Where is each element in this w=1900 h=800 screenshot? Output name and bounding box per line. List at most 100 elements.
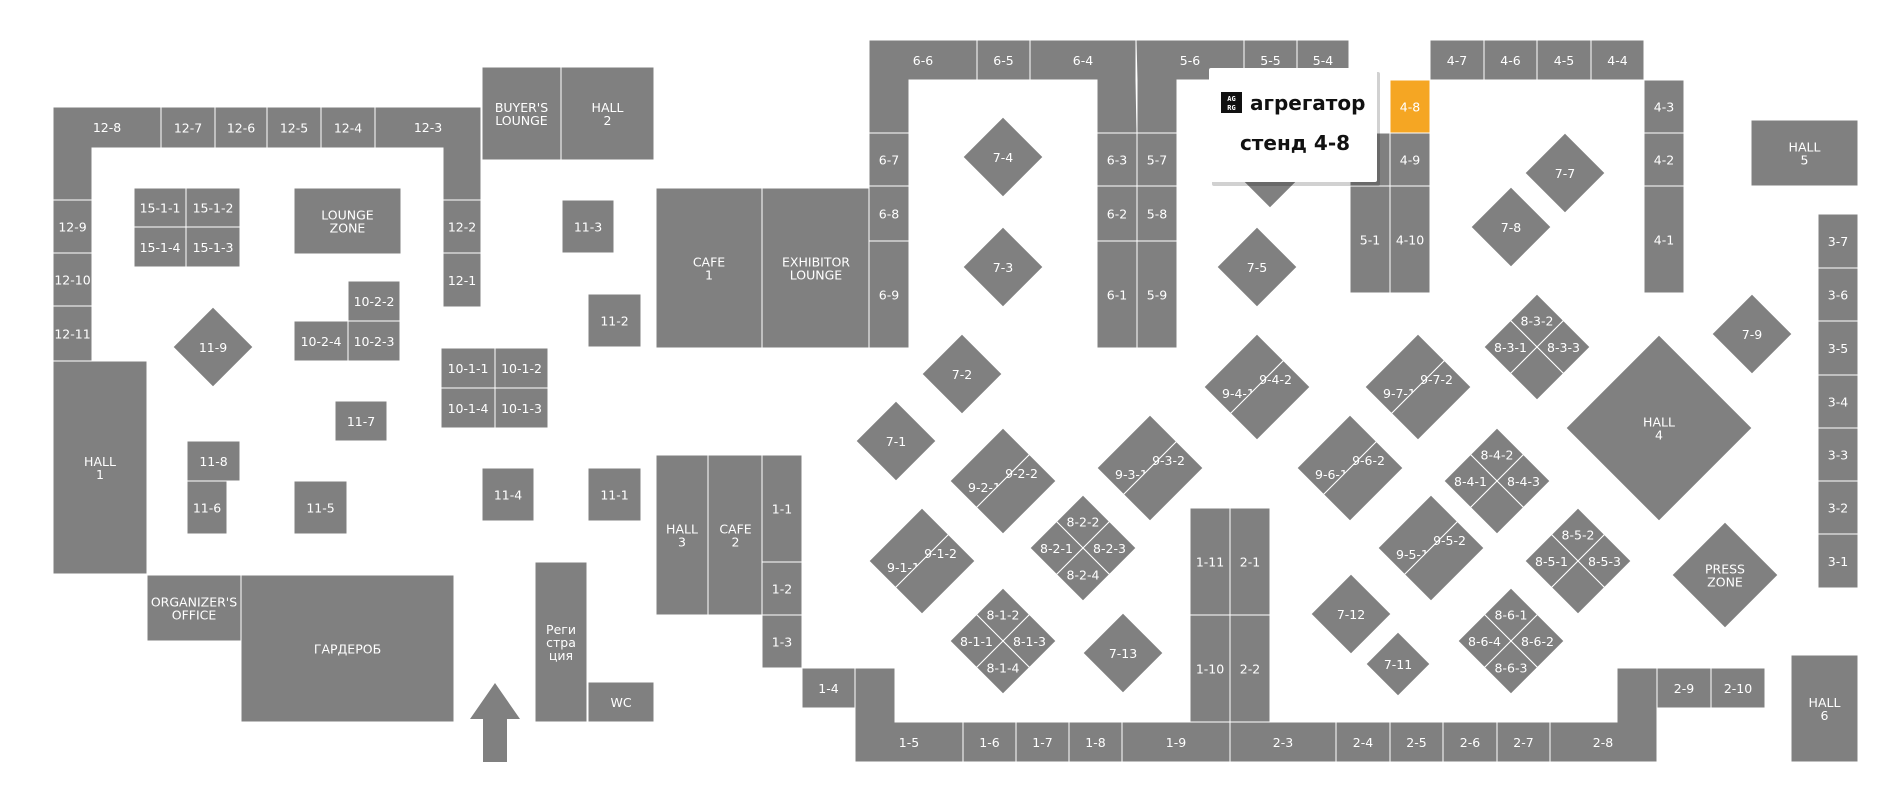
booth-12-9[interactable]: 12-9: [52, 199, 93, 254]
booth-15-1-3[interactable]: 15-1-3: [185, 226, 241, 268]
booth-11-5[interactable]: 11-5: [293, 480, 348, 535]
booth-11-1[interactable]: 11-1: [587, 467, 642, 522]
booth-3-4[interactable]: 3-4: [1817, 374, 1859, 429]
booth-1-3[interactable]: 1-3: [761, 614, 803, 669]
booth-7-11[interactable]: 7-11: [1365, 631, 1431, 697]
booth-8-4-3-ext[interactable]: [1469, 480, 1525, 535]
booth-7-8[interactable]: 7-8: [1470, 186, 1552, 268]
booth-8-5-3-ext[interactable]: [1550, 560, 1606, 615]
booth-3-5[interactable]: 3-5: [1817, 320, 1859, 376]
booth-7-5[interactable]: 7-5: [1216, 226, 1298, 308]
booth-2-7[interactable]: 2-7: [1496, 721, 1551, 763]
booth-2-6[interactable]: 2-6: [1442, 721, 1498, 763]
booth-5-9[interactable]: 5-9: [1136, 240, 1178, 349]
booth-10-1-4[interactable]: 10-1-4: [440, 387, 496, 429]
booth-2-10[interactable]: 2-10: [1710, 667, 1766, 709]
booth-7-9[interactable]: 7-9: [1711, 293, 1793, 375]
booth-15-1-2[interactable]: 15-1-2: [185, 187, 241, 228]
booth-12-8[interactable]: 12-8: [52, 106, 162, 201]
booth-4-8[interactable]: 4-8: [1389, 79, 1431, 134]
booth-1-5[interactable]: 1-5: [854, 667, 964, 763]
booth-1-2[interactable]: 1-2: [761, 561, 803, 616]
booth-10-1-3[interactable]: 10-1-3: [494, 387, 549, 429]
booth-5-1[interactable]: 5-1: [1349, 185, 1391, 294]
booth-7-1[interactable]: 7-1: [855, 400, 937, 482]
booth-10-1-1[interactable]: 10-1-1: [440, 347, 496, 389]
booth-3-7[interactable]: 3-7: [1817, 213, 1859, 269]
booth-3-1[interactable]: 3-1: [1817, 533, 1859, 589]
booth-2-2[interactable]: 2-2: [1229, 614, 1271, 723]
booth-3-6[interactable]: 3-6: [1817, 267, 1859, 322]
booth-4-10[interactable]: 4-10: [1389, 185, 1431, 294]
booth-10-1-2[interactable]: 10-1-2: [494, 347, 549, 389]
booth-7-2[interactable]: 7-2: [921, 333, 1003, 415]
booth-8-3-3-ext[interactable]: [1509, 346, 1565, 401]
booth-12-10[interactable]: 12-10: [52, 252, 93, 307]
booth-11-3[interactable]: 11-3: [561, 199, 615, 254]
booth-2-1[interactable]: 2-1: [1229, 507, 1271, 616]
booth-4-7[interactable]: 4-7: [1429, 39, 1485, 81]
booth-15-1-1[interactable]: 15-1-1: [133, 187, 187, 228]
booth-12-4[interactable]: 12-4: [320, 106, 376, 149]
booth-2-3[interactable]: 2-3: [1229, 721, 1337, 763]
booth-11-8[interactable]: 11-8: [186, 440, 241, 482]
booth-1-10[interactable]: 1-10: [1189, 614, 1231, 723]
booth-12-7[interactable]: 12-7: [160, 106, 216, 149]
booth-5-7[interactable]: 5-7: [1136, 132, 1178, 187]
booth-2-8[interactable]: 2-8: [1549, 667, 1658, 763]
booth-12-3[interactable]: 12-3: [374, 106, 482, 201]
booth-1-4[interactable]: 1-4: [801, 667, 856, 709]
booth-12-1[interactable]: 12-1: [442, 252, 482, 308]
booth-12-6[interactable]: 12-6: [214, 106, 268, 149]
booth-11-7[interactable]: 11-7: [334, 400, 388, 442]
booth-10-2-4[interactable]: 10-2-4: [293, 320, 349, 362]
booth-12-5[interactable]: 12-5: [266, 106, 322, 149]
booth-6-6[interactable]: 6-6: [868, 39, 978, 134]
booth-2-4[interactable]: 2-4: [1335, 721, 1391, 763]
booth-4-5[interactable]: 4-5: [1536, 39, 1592, 81]
booth-1-1[interactable]: 1-1: [761, 454, 803, 563]
booth-7-12[interactable]: 7-12: [1310, 573, 1392, 655]
booth-11-9[interactable]: 11-9: [172, 306, 254, 388]
booth-4-4[interactable]: 4-4: [1590, 39, 1645, 81]
booth-7-13[interactable]: 7-13: [1082, 612, 1164, 694]
booth-6-3[interactable]: 6-3: [1096, 132, 1138, 187]
booth-1-7[interactable]: 1-7: [1015, 721, 1070, 763]
booth-10-2-3[interactable]: 10-2-3: [347, 320, 401, 362]
booth-12-11[interactable]: 12-11: [52, 305, 93, 362]
booth-6-2[interactable]: 6-2: [1096, 185, 1138, 242]
booth-4-1[interactable]: 4-1: [1643, 185, 1685, 294]
booth-6-5[interactable]: 6-5: [976, 39, 1031, 81]
booth-6-4[interactable]: 6-4: [1029, 39, 1138, 134]
booth-garderob[interactable]: ГАРДЕРОБ: [240, 574, 455, 723]
booth-4-2[interactable]: 4-2: [1643, 132, 1685, 187]
booth-11-2[interactable]: 11-2: [587, 293, 642, 348]
booth-4-9[interactable]: 4-9: [1389, 132, 1431, 187]
booth-12-2[interactable]: 12-2: [442, 199, 482, 254]
booth-11-6[interactable]: 11-6: [186, 480, 228, 535]
booth-15-1-4[interactable]: 15-1-4: [133, 226, 187, 268]
booth-5-8[interactable]: 5-8: [1136, 185, 1178, 242]
booth-1-8[interactable]: 1-8: [1068, 721, 1123, 763]
booth-4-6[interactable]: 4-6: [1483, 39, 1538, 81]
booth-7-4[interactable]: 7-4: [962, 116, 1044, 198]
booth-3-3[interactable]: 3-3: [1817, 427, 1859, 482]
booth-7-3[interactable]: 7-3: [962, 226, 1044, 308]
booth-3-2[interactable]: 3-2: [1817, 480, 1859, 535]
booth-6-9[interactable]: 6-9: [868, 240, 910, 349]
booth-wc[interactable]: WC: [587, 681, 655, 723]
booth-10-2-2[interactable]: 10-2-2: [347, 280, 401, 322]
